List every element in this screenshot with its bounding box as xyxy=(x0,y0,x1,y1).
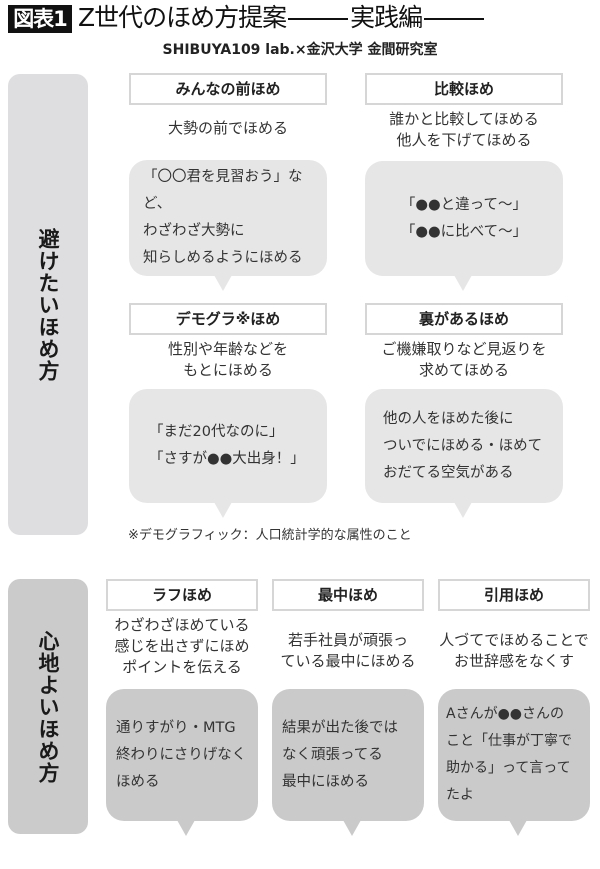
bubble-tail xyxy=(214,502,232,518)
example-bubble: 「●●と違って〜」 「●●に比べて〜」 xyxy=(365,161,563,276)
bubble-tail xyxy=(214,275,232,291)
subtitle-credit: SHIBUYA109 lab.×金沢大学 金間研究室 xyxy=(162,42,438,58)
bubble-tail xyxy=(454,275,472,291)
dash-divider xyxy=(288,18,349,20)
bubble-tail xyxy=(177,820,195,836)
example-bubble: Aさんが●●さんの こと「仕事が丁寧で 助かる」って言って たよ xyxy=(438,689,590,821)
card-title: デモグラ※ほめ xyxy=(129,303,327,335)
card-description: 人づてでほめることで お世辞感をなくす xyxy=(439,631,589,670)
card-description: 性別や年齢などを もとにほめる xyxy=(167,340,288,379)
section-label-avoid: 避けたいほめ方 xyxy=(8,74,88,535)
footnote: ※デモグラフィック：人口統計学的な属性のこと xyxy=(128,528,412,543)
bubble-tail xyxy=(509,820,527,836)
section-label-text: 心地よいほめ方 xyxy=(36,629,60,784)
dash-divider xyxy=(424,18,485,20)
card-title: 比較ほめ xyxy=(365,73,563,105)
example-text: 結果が出た後では なく頑張ってる 最中にほめる xyxy=(282,719,398,790)
card-title: 最中ほめ xyxy=(272,579,424,611)
card-title: 引用ほめ xyxy=(438,579,590,611)
example-bubble: 「まだ20代なのに」 「さすが●●大出身！」 xyxy=(129,389,327,503)
title-sub: 実践編 xyxy=(350,3,423,32)
example-text: 他の人をほめた後に ついでにほめる・ほめて おだてる空気がある xyxy=(383,410,543,481)
card-description: 若手社員が頑張っ ている最中にほめる xyxy=(280,631,416,670)
bubble-tail xyxy=(343,820,361,836)
card-title: ラフほめ xyxy=(106,579,258,611)
card-description: わざわざほめている 感じを出さずにほめ ポイントを伝える xyxy=(114,616,250,676)
example-text: 「まだ20代なのに」 「さすが●●大出身！」 xyxy=(149,424,305,467)
bubble-tail xyxy=(454,502,472,518)
card-title: みんなの前ほめ xyxy=(129,73,327,105)
section-label-pleasant: 心地よいほめ方 xyxy=(8,579,88,834)
example-bubble: 通りすがり・MTG 終わりにさりげなく ほめる xyxy=(106,689,258,821)
example-bubble: 他の人をほめた後に ついでにほめる・ほめて おだてる空気がある xyxy=(365,389,563,503)
title-main: Z世代のほめ方提案 xyxy=(78,3,287,32)
example-bubble: 「〇〇君を見習おう」など、 わざわざ大勢に 知らしめるようにほめる xyxy=(129,160,327,276)
figure-badge: 図表1 xyxy=(8,5,72,33)
example-text: 「〇〇君を見習おう」など、 わざわざ大勢に 知らしめるようにほめる xyxy=(143,169,303,266)
page-title: Z世代のほめ方提案 実践編 xyxy=(78,2,486,34)
section-label-text: 避けたいほめ方 xyxy=(36,227,60,382)
card-description: ご機嫌取りなど見返りを 求めてほめる xyxy=(381,340,547,379)
example-text: Aさんが●●さんの こと「仕事が丁寧で 助かる」って言って たよ xyxy=(446,706,572,803)
card-description: 誰かと比較してほめる 他人を下げてほめる xyxy=(389,110,539,149)
example-bubble: 結果が出た後では なく頑張ってる 最中にほめる xyxy=(272,689,424,821)
example-text: 通りすがり・MTG 終わりにさりげなく ほめる xyxy=(116,719,247,790)
card-title: 裏があるほめ xyxy=(365,303,563,335)
card-description: 大勢の前でほめる xyxy=(167,119,288,137)
example-text: 「●●と違って〜」 「●●に比べて〜」 xyxy=(400,196,528,240)
